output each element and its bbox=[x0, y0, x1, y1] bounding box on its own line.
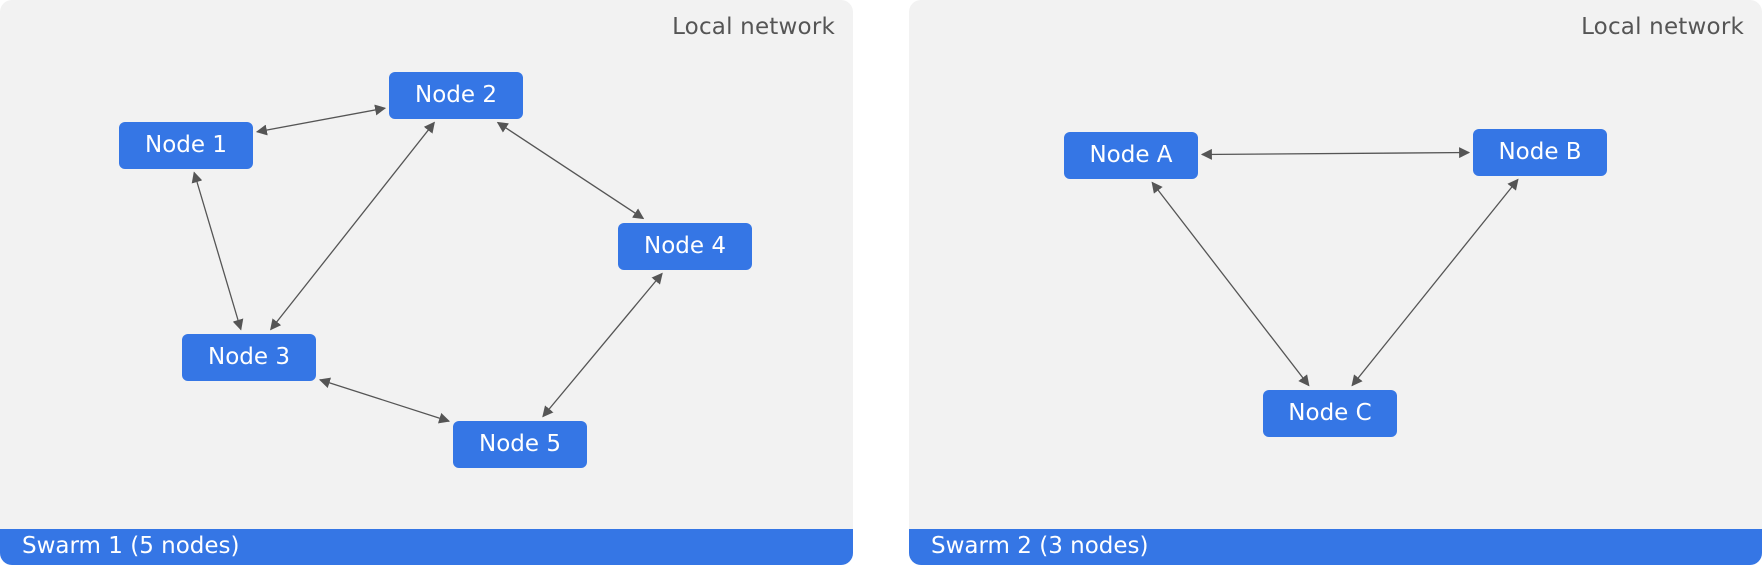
edge-n1-n2 bbox=[255, 104, 387, 136]
node-a[interactable]: Node A bbox=[1064, 131, 1198, 179]
node-b[interactable]: Node B bbox=[1473, 128, 1607, 176]
node-5[interactable]: Node 5 bbox=[453, 420, 587, 468]
edge-n2-n4 bbox=[496, 121, 645, 220]
edge-n1-n3 bbox=[191, 171, 244, 331]
node-4[interactable]: Node 4 bbox=[618, 222, 752, 270]
node-3[interactable]: Node 3 bbox=[182, 333, 316, 381]
node-1[interactable]: Node 1 bbox=[119, 121, 253, 169]
swarm-1-panel: Local network Node 1 Node 2 Node 3 Node … bbox=[0, 0, 853, 565]
swarm-1-footer-label: Swarm 1 (5 nodes) bbox=[22, 533, 240, 559]
swarm-2-edges bbox=[1151, 147, 1519, 387]
edge-n4-n5 bbox=[542, 272, 663, 418]
network-label: Local network bbox=[672, 14, 835, 40]
edge-n2-n3 bbox=[270, 121, 435, 331]
node-2[interactable]: Node 2 bbox=[389, 71, 523, 119]
swarm-2-footer-label: Swarm 2 (3 nodes) bbox=[931, 533, 1149, 559]
swarm-2-panel: Local network Node A Node B Node C Swarm… bbox=[909, 0, 1762, 565]
swarm-1-edges bbox=[191, 104, 663, 424]
network-label: Local network bbox=[1581, 14, 1744, 40]
edge-nb-nc bbox=[1351, 178, 1519, 387]
swarm-2-footer: Swarm 2 (3 nodes) bbox=[909, 529, 1762, 565]
edge-na-nb bbox=[1200, 147, 1471, 160]
edge-n3-n5 bbox=[318, 377, 451, 424]
edge-na-nc bbox=[1151, 181, 1310, 387]
node-c[interactable]: Node C bbox=[1263, 389, 1397, 437]
swarm-1-footer: Swarm 1 (5 nodes) bbox=[0, 529, 853, 565]
